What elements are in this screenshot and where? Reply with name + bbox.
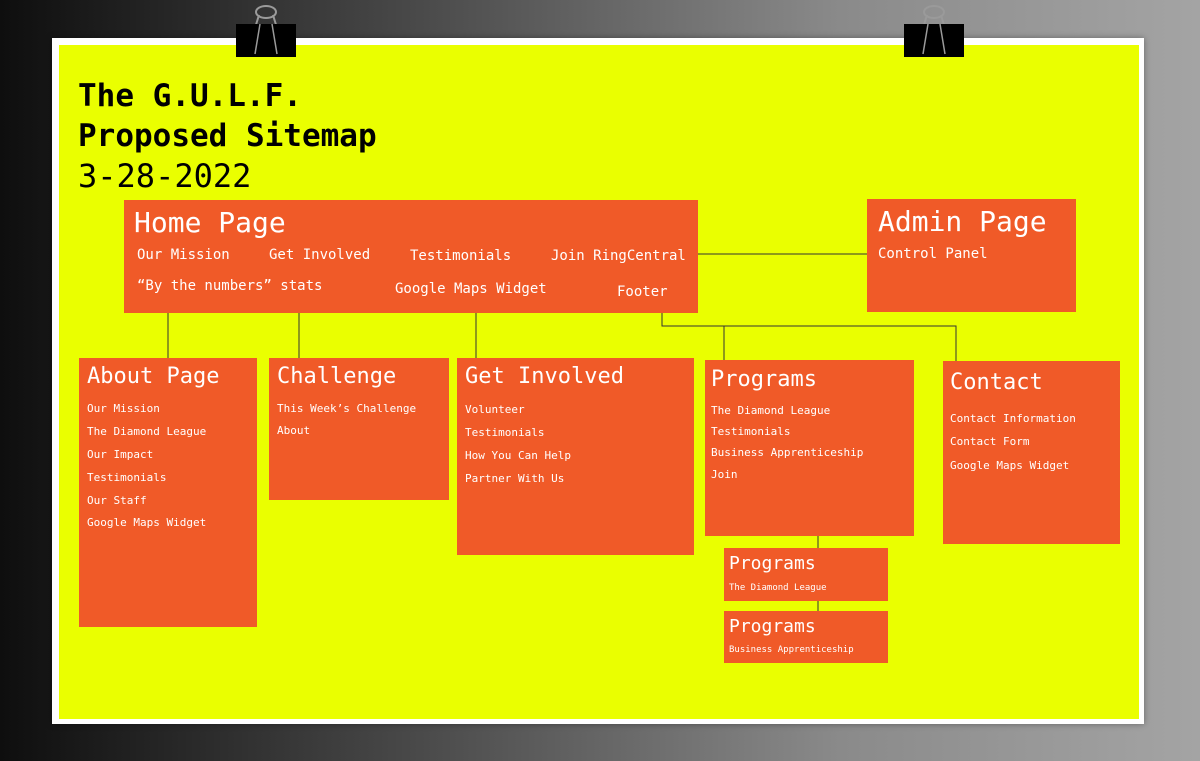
programs-sub-box-2: Programs Business Apprenticeship <box>724 611 888 663</box>
programs-sub-item: Business Apprenticeship <box>729 645 854 655</box>
contact-item: Contact Information <box>950 412 1076 425</box>
title-line-2: Proposed Sitemap <box>78 118 377 154</box>
home-page-box: Home Page Our Mission Get Involved Testi… <box>124 200 698 313</box>
title-date: 3-28-2022 <box>78 157 252 195</box>
contact-heading: Contact <box>950 370 1043 395</box>
admin-page-box: Admin Page Control Panel <box>867 199 1076 312</box>
home-item: Our Mission <box>137 247 230 263</box>
about-item: Our Staff <box>87 494 147 507</box>
programs-sub-box-1: Programs The Diamond League <box>724 548 888 601</box>
programs-sub-item: The Diamond League <box>729 583 827 593</box>
about-page-heading: About Page <box>87 364 220 389</box>
programs-heading: Programs <box>711 367 817 392</box>
about-item: Our Impact <box>87 448 154 461</box>
challenge-box: Challenge This Week’s Challenge About <box>269 358 449 500</box>
programs-sub-heading: Programs <box>729 616 816 637</box>
programs-item: Join <box>711 468 738 481</box>
binder-clip-icon <box>904 4 964 57</box>
get-involved-item: Partner With Us <box>465 472 565 485</box>
get-involved-box: Get Involved Volunteer Testimonials How … <box>457 358 694 555</box>
programs-item: Testimonials <box>711 425 791 438</box>
home-item: Get Involved <box>269 247 371 263</box>
programs-sub-heading: Programs <box>729 553 816 574</box>
admin-item: Control Panel <box>878 246 988 262</box>
get-involved-item: Testimonials <box>465 426 545 439</box>
programs-item: The Diamond League <box>711 404 831 417</box>
contact-item: Google Maps Widget <box>950 459 1070 472</box>
home-item: Google Maps Widget <box>395 281 547 297</box>
challenge-item: About <box>277 424 311 437</box>
home-item: “By the numbers” stats <box>137 278 323 294</box>
sitemap-title: The G.U.L.F. Proposed Sitemap 3-28-2022 <box>78 76 377 196</box>
about-page-box: About Page Our Mission The Diamond Leagu… <box>79 358 257 627</box>
home-item: Testimonials <box>410 248 512 264</box>
home-page-heading: Home Page <box>134 206 286 239</box>
get-involved-item: How You Can Help <box>465 449 571 462</box>
challenge-item: This Week’s Challenge <box>277 402 417 415</box>
about-item: Google Maps Widget <box>87 516 207 529</box>
about-item: Our Mission <box>87 402 160 415</box>
programs-item: Business Apprenticeship <box>711 446 864 459</box>
contact-item: Contact Form <box>950 435 1030 448</box>
binder-clip-icon <box>236 4 296 57</box>
about-item: Testimonials <box>87 471 167 484</box>
title-line-1: The G.U.L.F. <box>78 78 302 114</box>
contact-box: Contact Contact Information Contact Form… <box>943 361 1120 544</box>
admin-page-heading: Admin Page <box>878 205 1047 238</box>
challenge-heading: Challenge <box>277 364 397 389</box>
programs-box: Programs The Diamond League Testimonials… <box>705 360 914 536</box>
home-item: Footer <box>617 284 668 300</box>
home-item: Join RingCentral <box>551 248 686 264</box>
about-item: The Diamond League <box>87 425 207 438</box>
get-involved-item: Volunteer <box>465 403 525 416</box>
get-involved-heading: Get Involved <box>465 364 624 389</box>
